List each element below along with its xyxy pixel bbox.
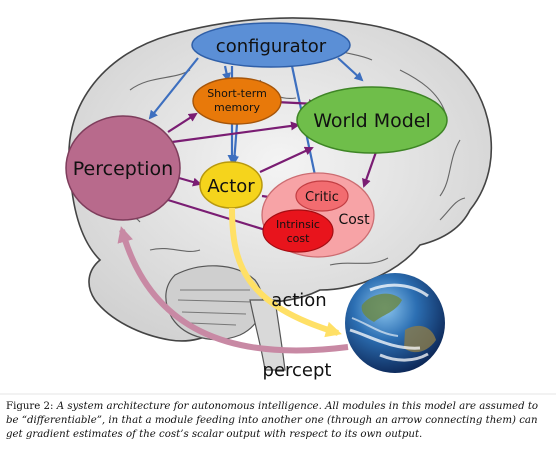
critic-label: Critic	[305, 190, 339, 205]
configurator-label: configurator	[216, 36, 327, 57]
cost-module[interactable]: Critic Intrinsic cost Cost	[261, 172, 375, 258]
memory-label-line2: memory	[214, 101, 260, 114]
action-label: action	[271, 290, 326, 311]
world-model-module[interactable]: World Model	[296, 86, 448, 154]
arrow-perception-to-cost	[167, 198, 274, 235]
critic-module[interactable]	[295, 180, 349, 212]
intrinsic-cost-module[interactable]	[262, 209, 334, 253]
figure-caption: Figure 2: A system architecture for auto…	[6, 400, 550, 442]
caption-text: A system architecture for autonomous int…	[6, 401, 539, 440]
earth-environment	[345, 273, 445, 373]
world-model-label: World Model	[313, 110, 431, 132]
cost-label: Cost	[338, 212, 370, 228]
action-arrow	[229, 207, 342, 338]
arrow-perception-to-world-model	[171, 121, 300, 144]
arrow-memory-to-actor	[230, 123, 240, 165]
arrow-config-to-world-model	[337, 57, 364, 82]
perception-module[interactable]: Perception	[65, 115, 181, 221]
arrow-perception-to-memory	[167, 112, 198, 133]
configurator-module[interactable]: configurator	[191, 22, 351, 68]
actor-label: Actor	[207, 176, 255, 197]
actor-module[interactable]: Actor	[199, 161, 263, 209]
arrow-world-model-to-cost	[362, 151, 378, 188]
perception-label: Perception	[73, 158, 173, 180]
percept-arrow	[117, 226, 349, 354]
intrinsic-cost-label-line1: Intrinsic	[276, 218, 320, 231]
percept-label: percept	[263, 360, 332, 381]
memory-label-line1: Short-term	[207, 87, 267, 100]
short-term-memory-module[interactable]: Short-term memory	[192, 77, 282, 125]
arrow-actor-to-world-model	[259, 146, 314, 173]
arrow-config-to-memory	[222, 65, 231, 82]
arrow-config-to-perception	[148, 57, 199, 120]
caption-label: Figure 2:	[6, 401, 54, 412]
intrinsic-cost-label-line2: cost	[287, 232, 311, 245]
